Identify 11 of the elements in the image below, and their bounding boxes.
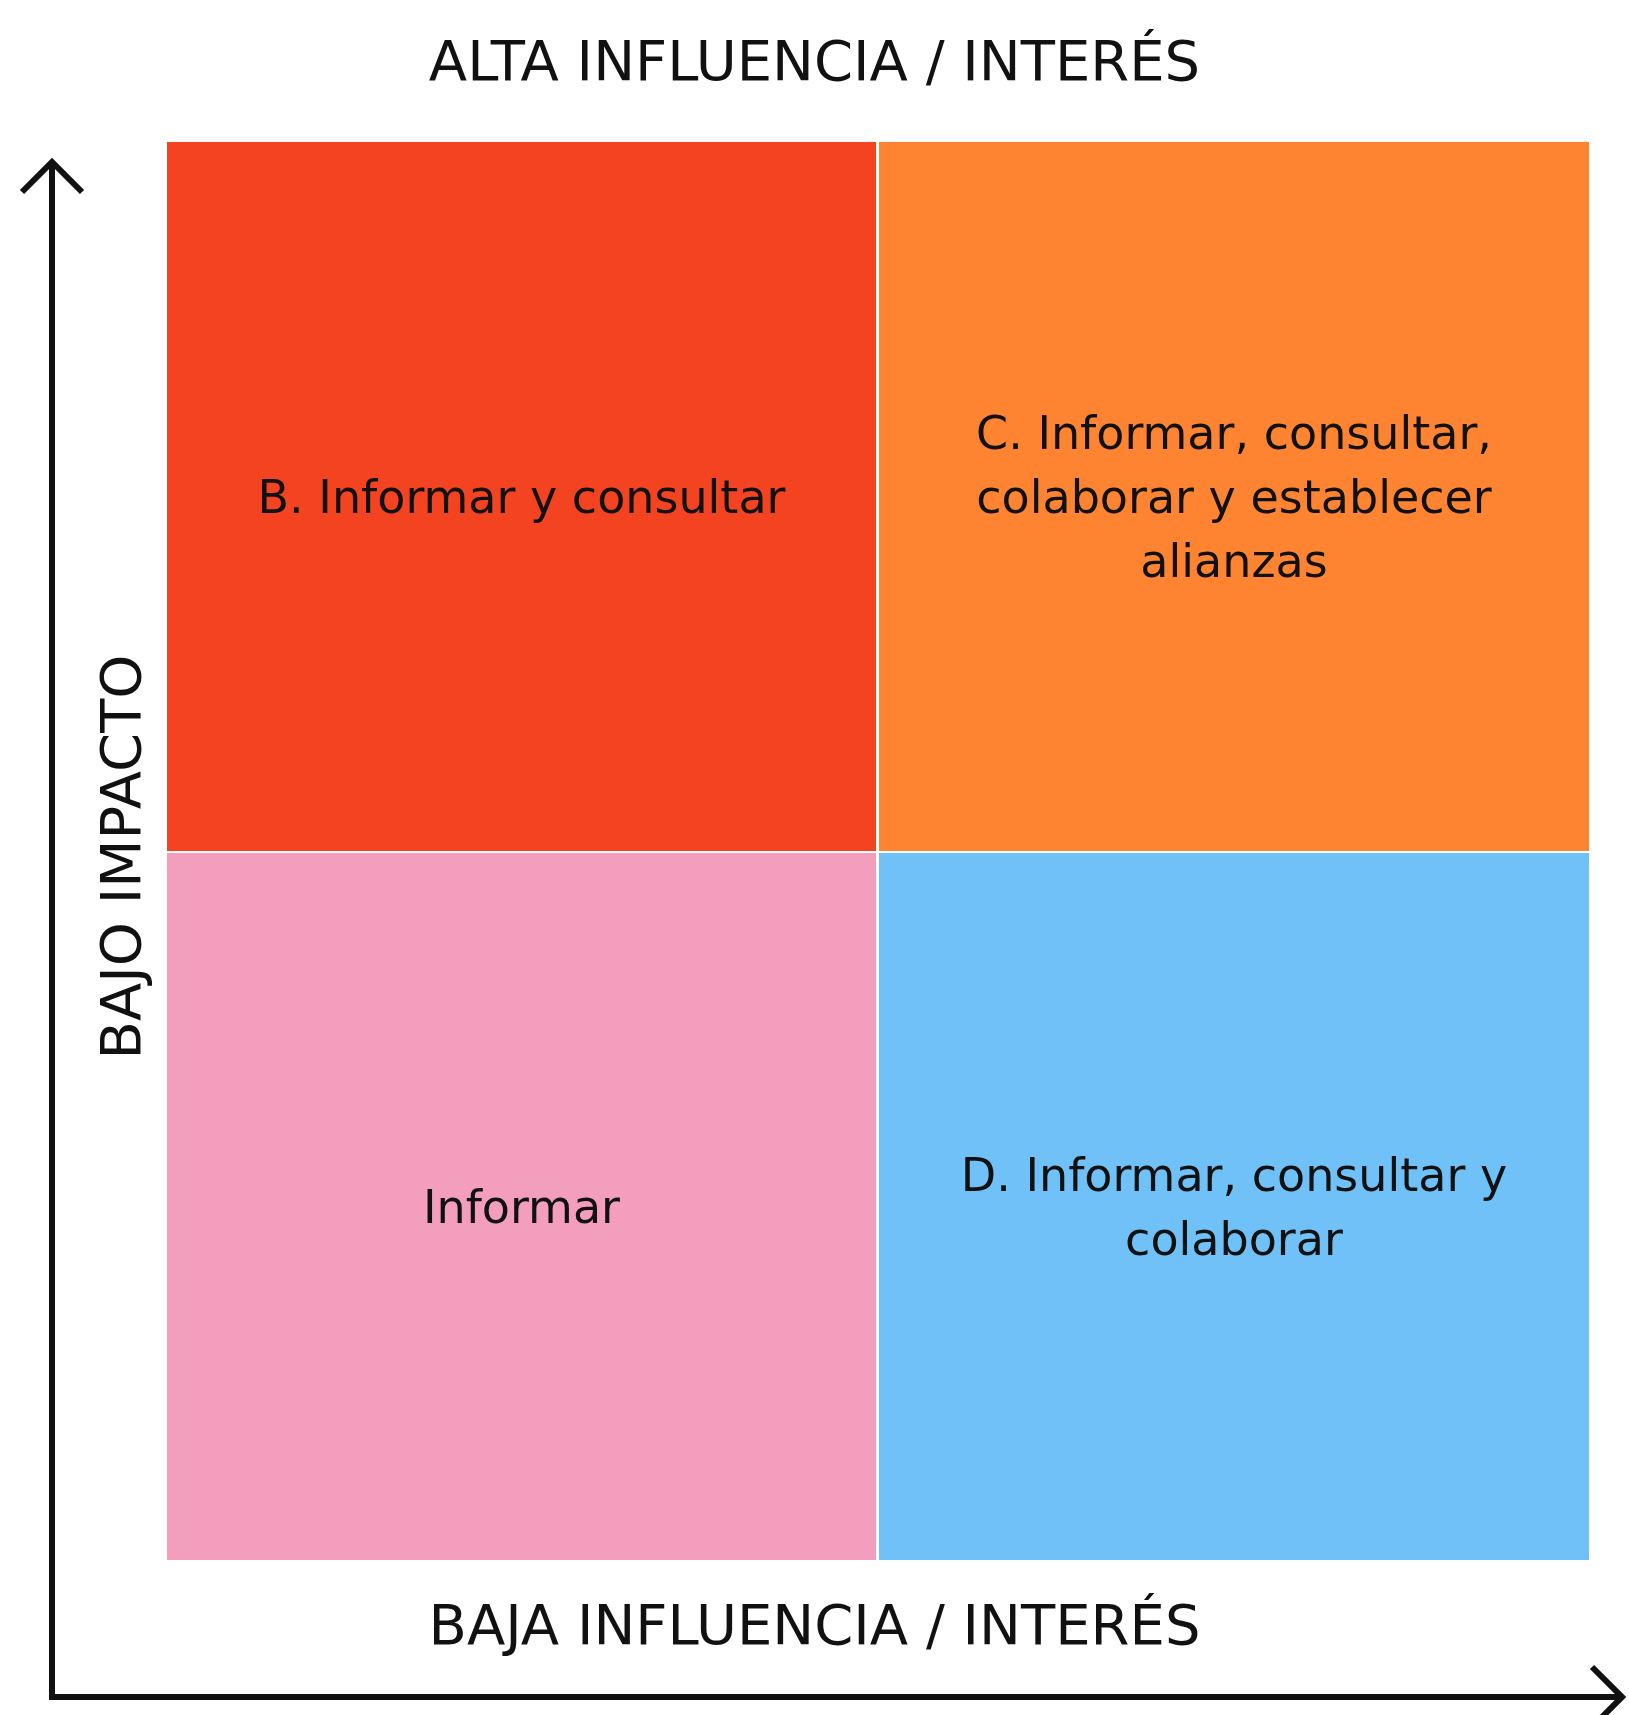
quadrant-box (879, 853, 1589, 1560)
quadrant-text: B. Informar y consultar (257, 468, 786, 526)
bottom-axis-label: BAJA INFLUENCIA / INTERÉS (428, 1592, 1201, 1657)
quadrant-box (879, 142, 1589, 851)
quadrant-text: Informar (422, 1178, 621, 1236)
quadrant-text: C. Informar, consultar, colaborar y establecer alianzas (975, 404, 1493, 590)
left-axis-label: BAJO IMPACTO (87, 654, 153, 1060)
quadrant-box (167, 853, 876, 1560)
quadrant-box (167, 142, 876, 851)
quadrant-text: D. Informar, consultar y colaborar (959, 1146, 1509, 1268)
top-axis-label: ALTA INFLUENCIA / INTERÉS (428, 28, 1201, 93)
